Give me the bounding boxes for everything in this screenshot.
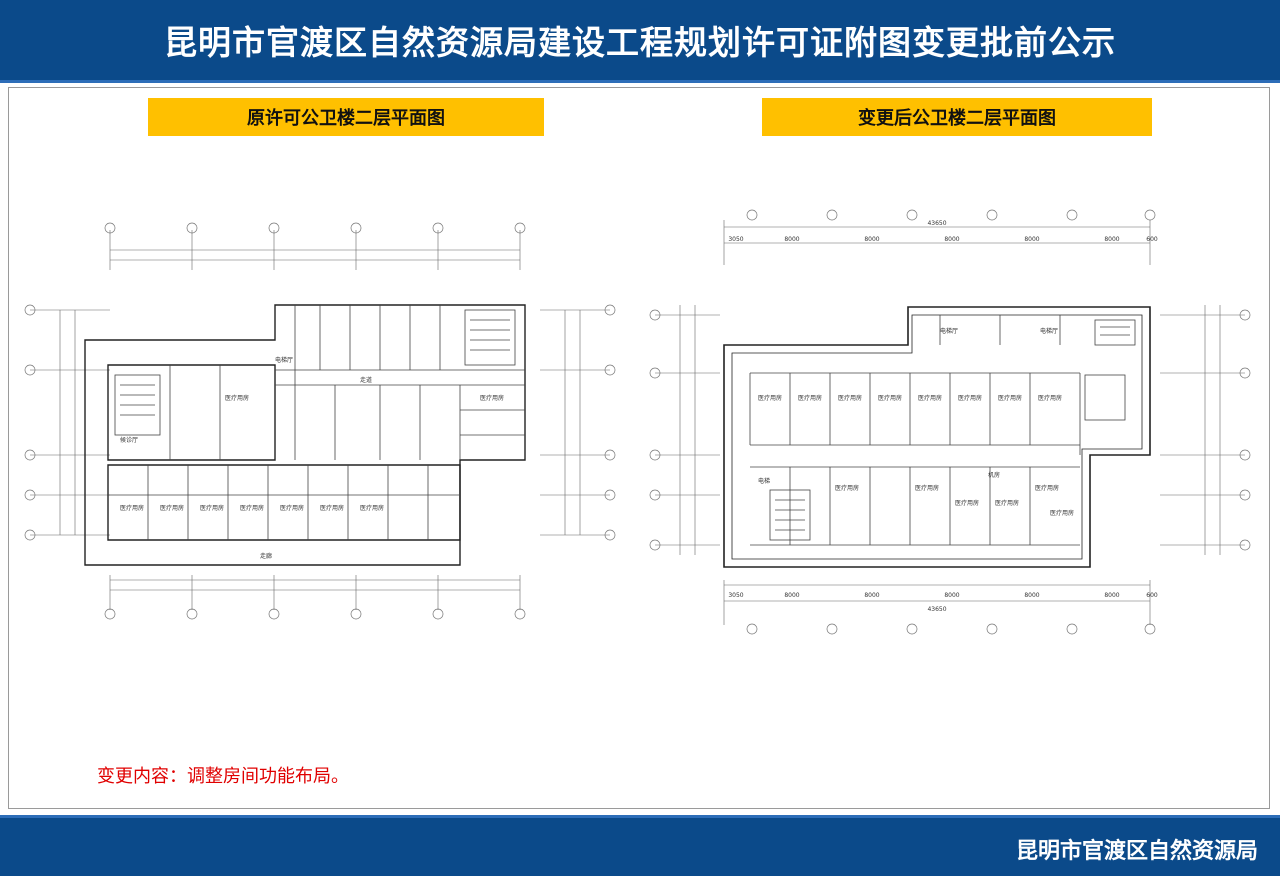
- floor-plan-room-label: 医疗用房: [225, 394, 249, 402]
- floor-plan-room-label: 医疗用房: [995, 499, 1019, 507]
- dimension-label: 3050: [728, 592, 743, 599]
- dimension-label: 8000: [1104, 592, 1119, 599]
- footer-organization: 昆明市官渡区自然资源局: [1015, 839, 1258, 864]
- dimension-label: 8000: [864, 592, 879, 599]
- revised-floor-plan: 3050 3050 8000 8000 8000 8000 8000 8000 8000 8000…: [640, 205, 1260, 640]
- floor-plan-room-label: 医疗用房: [320, 504, 344, 512]
- floor-plan-room-label: 医疗用房: [955, 499, 979, 507]
- floor-plan-room-label: 电梯: [758, 477, 770, 485]
- dimension-label: 600: [1146, 236, 1158, 243]
- dimension-label: 8000: [784, 236, 799, 243]
- floor-plan-room-label: 医疗用房: [835, 484, 859, 492]
- floor-plan-room-label: 医疗用房: [360, 504, 384, 512]
- floor-plan-room-label: 候诊厅: [120, 436, 138, 444]
- floor-plan-room-label: 医疗用房: [958, 394, 982, 402]
- floor-plan-room-label: 机房: [988, 471, 1000, 479]
- dimension-total-label: 43650: [927, 606, 946, 613]
- page-title: 昆明市官渡区自然资源局建设工程规划许可证附图变更批前公示: [164, 23, 1116, 62]
- floor-plan-room-label: 医疗用房: [160, 504, 184, 512]
- dimension-label: 8000: [1024, 592, 1039, 599]
- dimension-label: 600: [1146, 592, 1158, 599]
- dimension-total-label: 43650: [927, 220, 946, 227]
- floor-plan-room-label: 医疗用房: [1050, 509, 1074, 517]
- floor-plan-room-label: 医疗用房: [918, 394, 942, 402]
- floor-plan-room-label: 医疗用房: [240, 504, 264, 512]
- change-description: 变更内容：调整房间功能布局。: [97, 766, 349, 787]
- footer-stripe: [0, 815, 1280, 818]
- floor-plan-room-label: 医疗用房: [758, 394, 782, 402]
- dimension-label: 3050: [728, 236, 743, 243]
- footer-bar: 昆明市官渡区自然资源局: [0, 818, 1280, 876]
- dimension-label: 8000: [784, 592, 799, 599]
- floor-plan-room-label: 医疗用房: [480, 394, 504, 402]
- floor-plan-room-label: 医疗用房: [120, 504, 144, 512]
- floor-plan-room-label: 电梯厅: [940, 327, 958, 335]
- dimension-label: 8000: [944, 592, 959, 599]
- floor-plan-room-label: 医疗用房: [998, 394, 1022, 402]
- floor-plan-room-label: 医疗用房: [838, 394, 862, 402]
- dimension-label: 8000: [944, 236, 959, 243]
- floor-plan-room-label: 医疗用房: [878, 394, 902, 402]
- floor-plan-room-label: 电梯厅: [275, 356, 293, 364]
- right-panel-title: 变更后公卫楼二层平面图: [762, 98, 1152, 136]
- drawing-frame: [8, 87, 1270, 809]
- left-panel-title: 原许可公卫楼二层平面图: [148, 98, 544, 136]
- floor-plan-room-label: 电梯厅: [1040, 327, 1058, 335]
- floor-plan-room-label: 医疗用房: [200, 504, 224, 512]
- header-stripe: [0, 80, 1280, 83]
- dimension-label: 8000: [1104, 236, 1119, 243]
- dimension-label: 8000: [864, 236, 879, 243]
- floor-plan-room-label: 医疗用房: [1038, 394, 1062, 402]
- floor-plan-room-label: 走道: [360, 376, 372, 384]
- floor-plan-room-label: 医疗用房: [280, 504, 304, 512]
- floor-plan-room-label: 医疗用房: [915, 484, 939, 492]
- floor-plan-room-label: 医疗用房: [798, 394, 822, 402]
- dimension-label: 8000: [1024, 236, 1039, 243]
- original-floor-plan: 医疗用房医疗用房医疗用房医疗用房医疗用房医疗用房医疗用房医疗用房医疗用房走廊电梯…: [20, 210, 620, 630]
- floor-plan-room-label: 走廊: [260, 552, 272, 560]
- floor-plan-room-label: 医疗用房: [1035, 484, 1059, 492]
- header-bar: 昆明市官渡区自然资源局建设工程规划许可证附图变更批前公示: [0, 0, 1280, 80]
